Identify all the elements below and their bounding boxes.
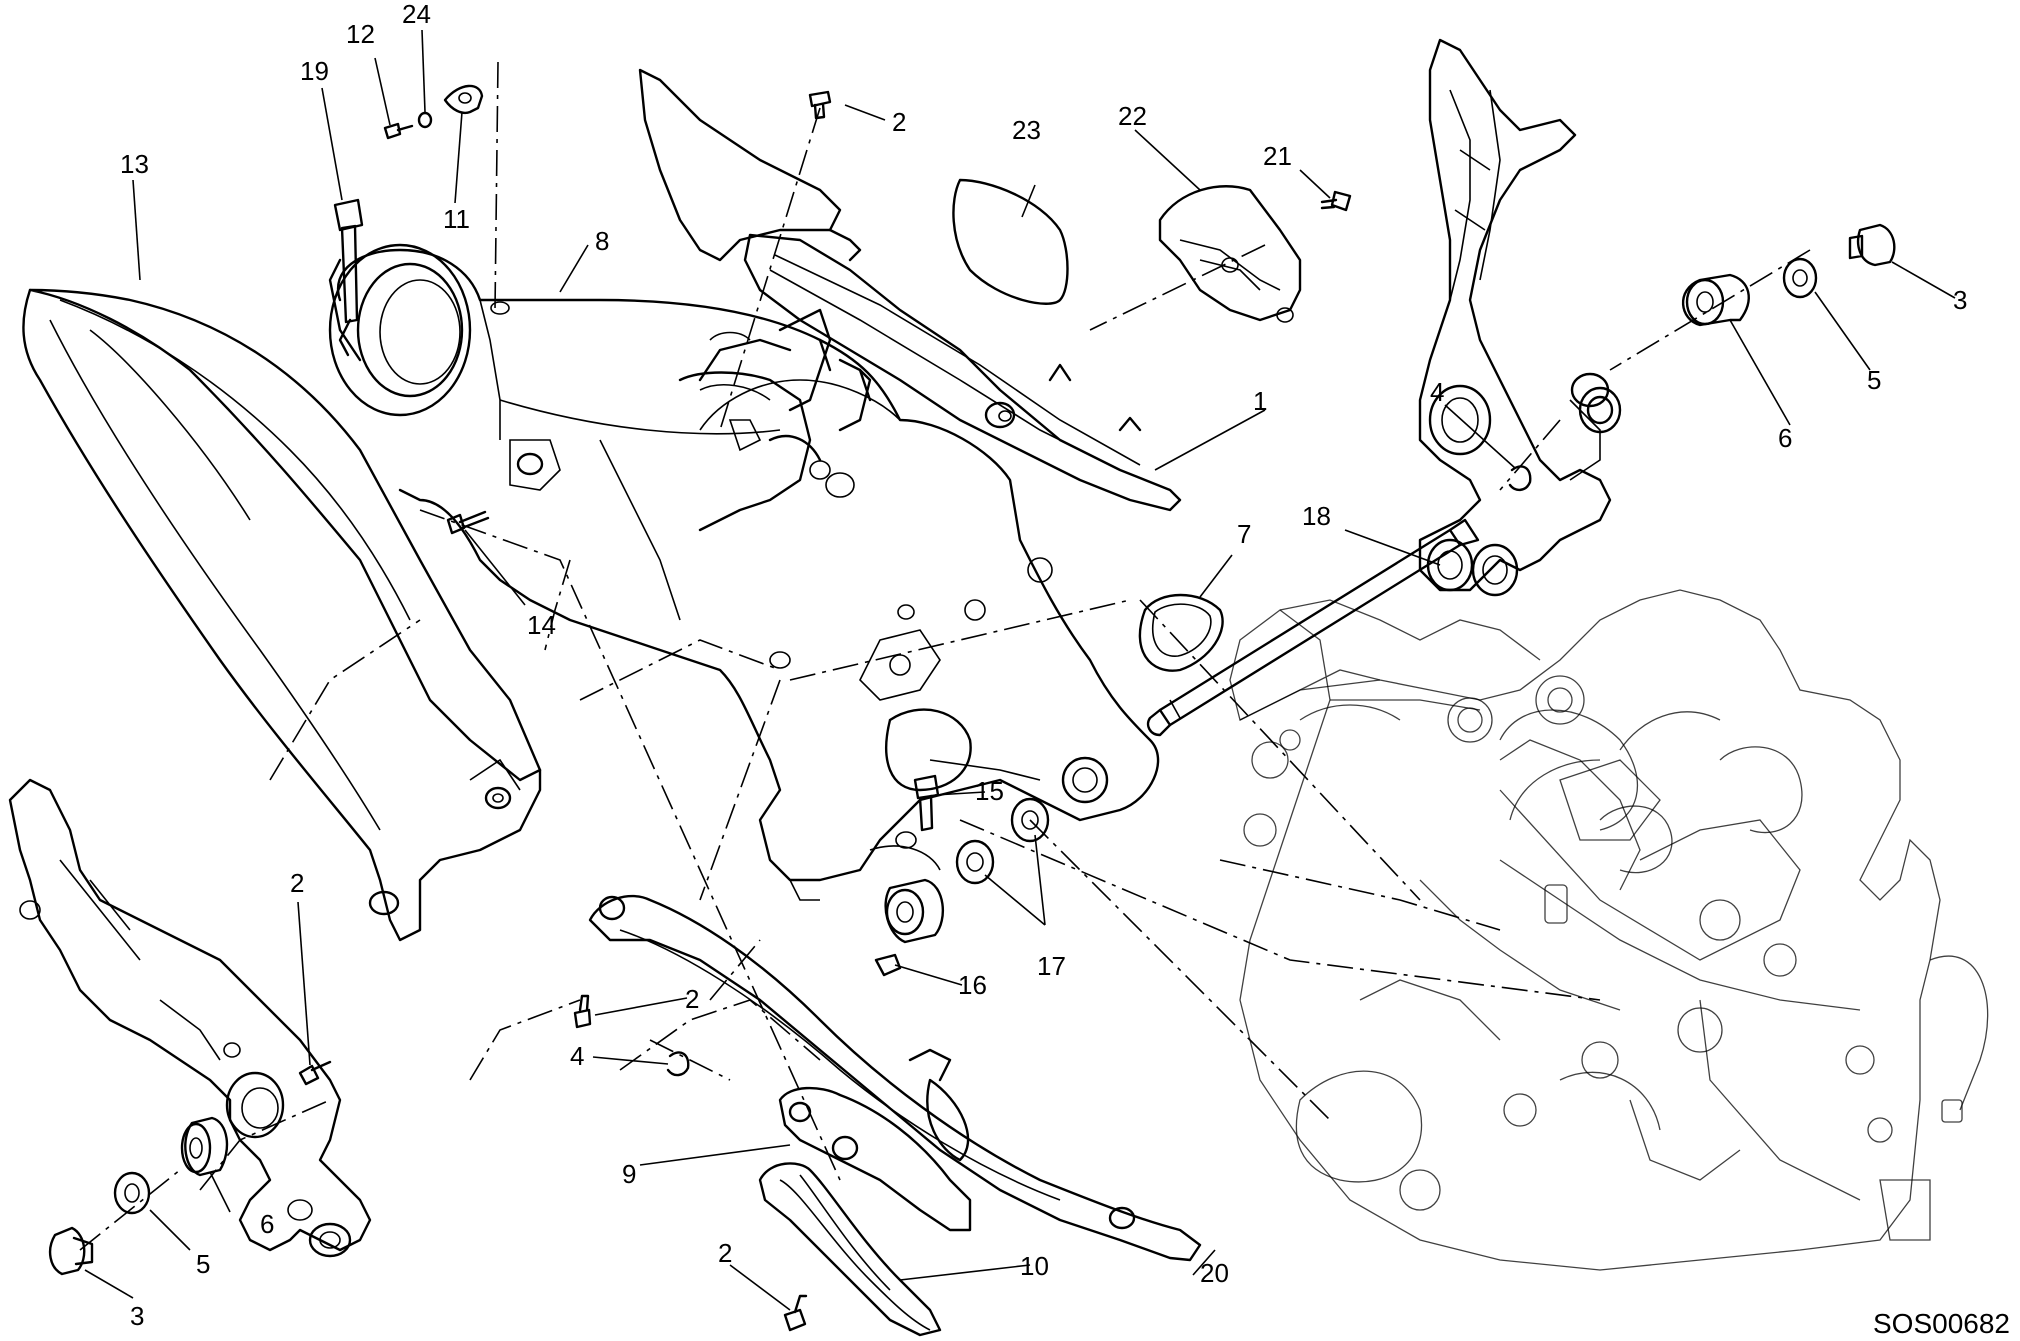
axle <box>1146 518 1480 737</box>
callout-3-left: 3 <box>130 1301 144 1331</box>
callout-6-left: 6 <box>260 1209 274 1239</box>
callout-14: 14 <box>527 610 556 640</box>
bolt-19 <box>333 198 364 324</box>
cover-plate <box>952 178 1302 323</box>
circlip-4-left <box>666 1051 690 1077</box>
callout-4-left: 4 <box>570 1041 584 1071</box>
callout-24: 24 <box>402 0 431 29</box>
callout-22: 22 <box>1118 101 1147 131</box>
circlip-right <box>1508 465 1532 492</box>
clip-11 <box>443 84 484 114</box>
callout-1: 1 <box>1253 386 1267 416</box>
callout-13: 13 <box>120 149 149 179</box>
screw-2-top <box>808 90 832 120</box>
callout-23: 23 <box>1012 115 1041 145</box>
engine-block <box>1229 589 1989 1271</box>
screw-12 <box>383 122 414 140</box>
callout-5-right: 5 <box>1867 365 1881 395</box>
callout-2-top: 2 <box>892 107 906 137</box>
callout-21: 21 <box>1263 141 1292 171</box>
screw-14 <box>446 510 490 535</box>
leader-lines <box>84 29 1956 1311</box>
callout-6-right: 6 <box>1778 423 1792 453</box>
callout-4-right: 4 <box>1430 377 1444 407</box>
bushing-17 <box>884 878 944 944</box>
bolt-left <box>48 1226 94 1276</box>
callout-18: 18 <box>1302 501 1331 531</box>
screw-2-bottom <box>783 1294 808 1332</box>
callout-11: 11 <box>443 204 470 234</box>
washer-24 <box>417 111 433 129</box>
diagram-code: SOS00682 <box>1873 1308 2010 1339</box>
callout-19: 19 <box>300 56 329 86</box>
rear-fender <box>22 288 542 942</box>
washer-left <box>113 1171 151 1215</box>
washer-right <box>1782 257 1818 299</box>
screw-21 <box>1320 190 1352 212</box>
callout-8: 8 <box>595 226 609 256</box>
chain-guard <box>638 68 1182 512</box>
callout-3-right: 3 <box>1953 285 1967 315</box>
chain-slider-lower <box>758 1162 942 1337</box>
callout-16: 16 <box>958 970 987 1000</box>
callout-9: 9 <box>622 1159 636 1189</box>
lower-chain-guard <box>588 894 1202 1262</box>
grommet <box>1138 593 1224 672</box>
screw-2-left <box>298 1060 332 1086</box>
screw-2-mid <box>573 994 592 1029</box>
callout-2-mid: 2 <box>685 984 699 1014</box>
bushing-left <box>180 1116 229 1177</box>
left-footpeg-hanger <box>8 778 372 1258</box>
callout-12: 12 <box>346 19 375 49</box>
washer-17a <box>955 839 995 885</box>
bolt-right <box>1848 223 1896 267</box>
right-footpeg-hanger <box>1418 38 1622 597</box>
bushing-right <box>1681 273 1750 327</box>
callout-10: 10 <box>1020 1251 1049 1281</box>
callout-2-bottom: 2 <box>718 1238 732 1268</box>
callout-20: 20 <box>1200 1258 1229 1288</box>
callout-17: 17 <box>1037 951 1066 981</box>
callout-7: 7 <box>1237 519 1251 549</box>
chain-slider-upper <box>778 1086 972 1232</box>
callout-5-left: 5 <box>196 1249 210 1279</box>
callout-labels: 1 2 2 2 2 3 3 4 4 5 5 6 6 7 8 9 10 11 12… <box>120 0 2010 1339</box>
callout-2-left: 2 <box>290 868 304 898</box>
swingarm <box>328 243 1160 901</box>
washer-17b <box>1010 797 1050 843</box>
nut-16 <box>874 953 902 977</box>
callout-15: 15 <box>975 776 1004 806</box>
